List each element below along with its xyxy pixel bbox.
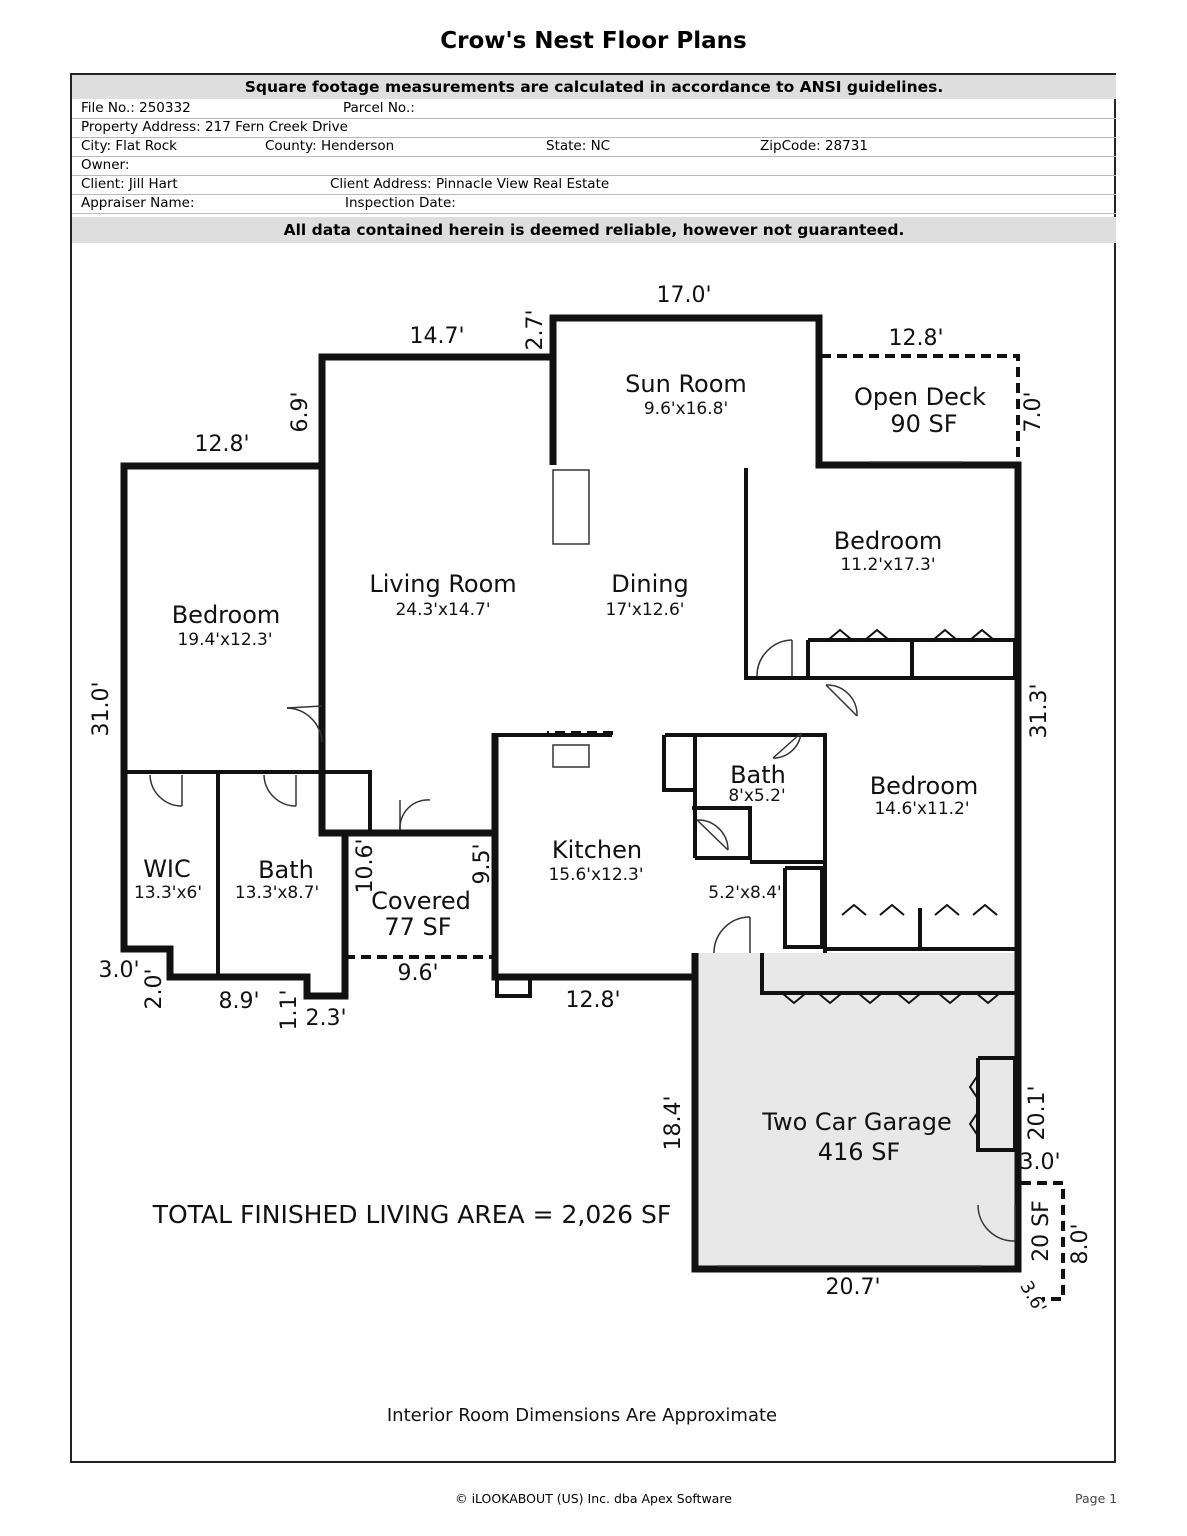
open-deck-name: Open Deck <box>854 383 986 411</box>
garage-name: Two Car Garage <box>761 1108 951 1136</box>
dim-10-6: 10.6' <box>353 838 378 893</box>
dim-20-1: 20.1' <box>1025 1085 1050 1140</box>
dining-name: Dining <box>611 570 688 598</box>
bedroom-w-name: Bedroom <box>172 601 281 629</box>
open-walls <box>345 354 1065 1301</box>
wall-dimensions: 17.0' 14.7' 2.7' 12.8' 7.0' 6.9' 12.8' 3… <box>89 283 1093 1317</box>
dim-17-0: 17.0' <box>656 283 711 308</box>
county: County: Henderson <box>265 138 395 154</box>
bath-center-name: Bath <box>730 761 786 789</box>
dim-3-6: 3.6' <box>1015 1277 1050 1317</box>
bath-w-dims: 13.3'x8.7' <box>235 883 319 903</box>
kitchen-dims: 15.6'x12.3' <box>548 865 643 885</box>
kitchen-name: Kitchen <box>552 836 642 864</box>
dim-7-0: 7.0' <box>1021 391 1046 432</box>
bedroom-ne-name: Bedroom <box>834 527 943 555</box>
dim-18-4: 18.4' <box>661 1095 686 1150</box>
info-row-4: Owner: <box>72 156 1116 176</box>
dim-8-0: 8.0' <box>1068 1223 1093 1264</box>
closet-marks <box>781 628 1001 1137</box>
state: State: NC <box>546 138 611 154</box>
city: City: Flat Rock <box>81 138 177 154</box>
covered-name: Covered <box>371 887 471 915</box>
property-address: Property Address: 217 Fern Creek Drive <box>81 119 348 135</box>
dim-12-8-bottom: 12.8' <box>565 988 620 1013</box>
dim-9-6: 9.6' <box>397 961 438 986</box>
page-title: Crow's Nest Floor Plans <box>440 28 747 54</box>
dim-3-0-left: 3.0' <box>98 958 139 983</box>
client-address: Client Address: Pinnacle View Real Estat… <box>330 176 610 192</box>
dim-3-0-right: 3.0' <box>1019 1150 1060 1175</box>
dim-14-7: 14.7' <box>409 324 464 349</box>
room-labels: Sun Room Open Deck 90 SF Bedroom Living … <box>143 370 986 1166</box>
total-living-area: TOTAL FINISHED LIVING AREA = 2,026 SF <box>152 1200 672 1229</box>
dim-8-9: 8.9' <box>218 989 259 1014</box>
bedroom-se-dims: 14.6'x11.2' <box>874 799 969 819</box>
dim-1-1: 1.1' <box>277 989 302 1030</box>
info-row-1: File No.: 250332 Parcel No.: <box>72 99 1116 119</box>
bedroom-ne-dims: 11.2'x17.3' <box>840 555 935 575</box>
bath-center-dims: 8'x5.2' <box>728 786 785 806</box>
wic-name: WIC <box>143 855 191 883</box>
copyright: © iLOOKABOUT (US) Inc. dba Apex Software <box>455 1491 732 1506</box>
living-room-dims: 24.3'x14.7' <box>395 600 490 620</box>
zipcode: ZipCode: 28731 <box>760 138 868 154</box>
living-room-name: Living Room <box>369 570 516 598</box>
client: Client: Jill Hart <box>81 176 178 192</box>
garage-fill <box>695 953 1018 1269</box>
covered-area: 77 SF <box>384 913 451 941</box>
file-no: File No.: 250332 <box>81 100 191 116</box>
bath-w-name: Bath <box>258 856 314 884</box>
page-number: Page 1 <box>1075 1491 1118 1506</box>
info-row-3: City: Flat Rock County: Henderson State:… <box>72 137 1116 157</box>
info-row-2: Property Address: 217 Fern Creek Drive <box>72 118 1116 138</box>
dim-12-8-deck: 12.8' <box>888 326 943 351</box>
garage-area: 416 SF <box>818 1138 900 1166</box>
info-row-5: Client: Jill Hart Client Address: Pinnac… <box>72 175 1116 195</box>
dim-2-7: 2.7' <box>523 309 548 350</box>
wic-dims: 13.3'x6' <box>134 883 202 903</box>
bedroom-se-name: Bedroom <box>870 772 979 800</box>
inspection-date: Inspection Date: <box>345 195 456 211</box>
disclaimer-banner: All data contained herein is deemed reli… <box>72 217 1116 243</box>
small-porch-area: 20 SF <box>1029 1200 1054 1262</box>
parcel-no: Parcel No.: <box>343 100 415 116</box>
ansi-banner: Square footage measurements are calculat… <box>72 75 1116 99</box>
laundry-dims: 5.2'x8.4' <box>708 883 781 903</box>
door-swings <box>149 461 1016 1267</box>
dim-2-3: 2.3' <box>305 1006 346 1031</box>
sun-room-name: Sun Room <box>625 370 747 398</box>
dim-2-0: 2.0' <box>142 968 167 1009</box>
dim-12-8-top: 12.8' <box>194 432 249 457</box>
approximate-note: Interior Room Dimensions Are Approximate <box>387 1405 777 1426</box>
info-row-6: Appraiser Name: Inspection Date: <box>72 194 1116 214</box>
dim-6-9: 6.9' <box>288 391 313 432</box>
dim-31-3: 31.3' <box>1027 683 1052 738</box>
sun-room-dims: 9.6'x16.8' <box>644 399 728 419</box>
dim-20-7: 20.7' <box>825 1275 880 1300</box>
open-deck-area: 90 SF <box>890 410 957 438</box>
room-dimensions: 9.6'x16.8' 11.2'x17.3' 24.3'x14.7' 17'x1… <box>134 399 970 903</box>
interior-walls <box>124 468 1018 1152</box>
dim-31-0: 31.0' <box>89 681 114 736</box>
dining-dims: 17'x12.6' <box>606 600 685 620</box>
sheet-border <box>70 73 1116 1463</box>
appraiser-name: Appraiser Name: <box>81 195 195 211</box>
bedroom-w-dims: 19.4'x12.3' <box>177 630 272 650</box>
dim-9-5: 9.5' <box>470 843 495 884</box>
owner: Owner: <box>81 157 130 173</box>
